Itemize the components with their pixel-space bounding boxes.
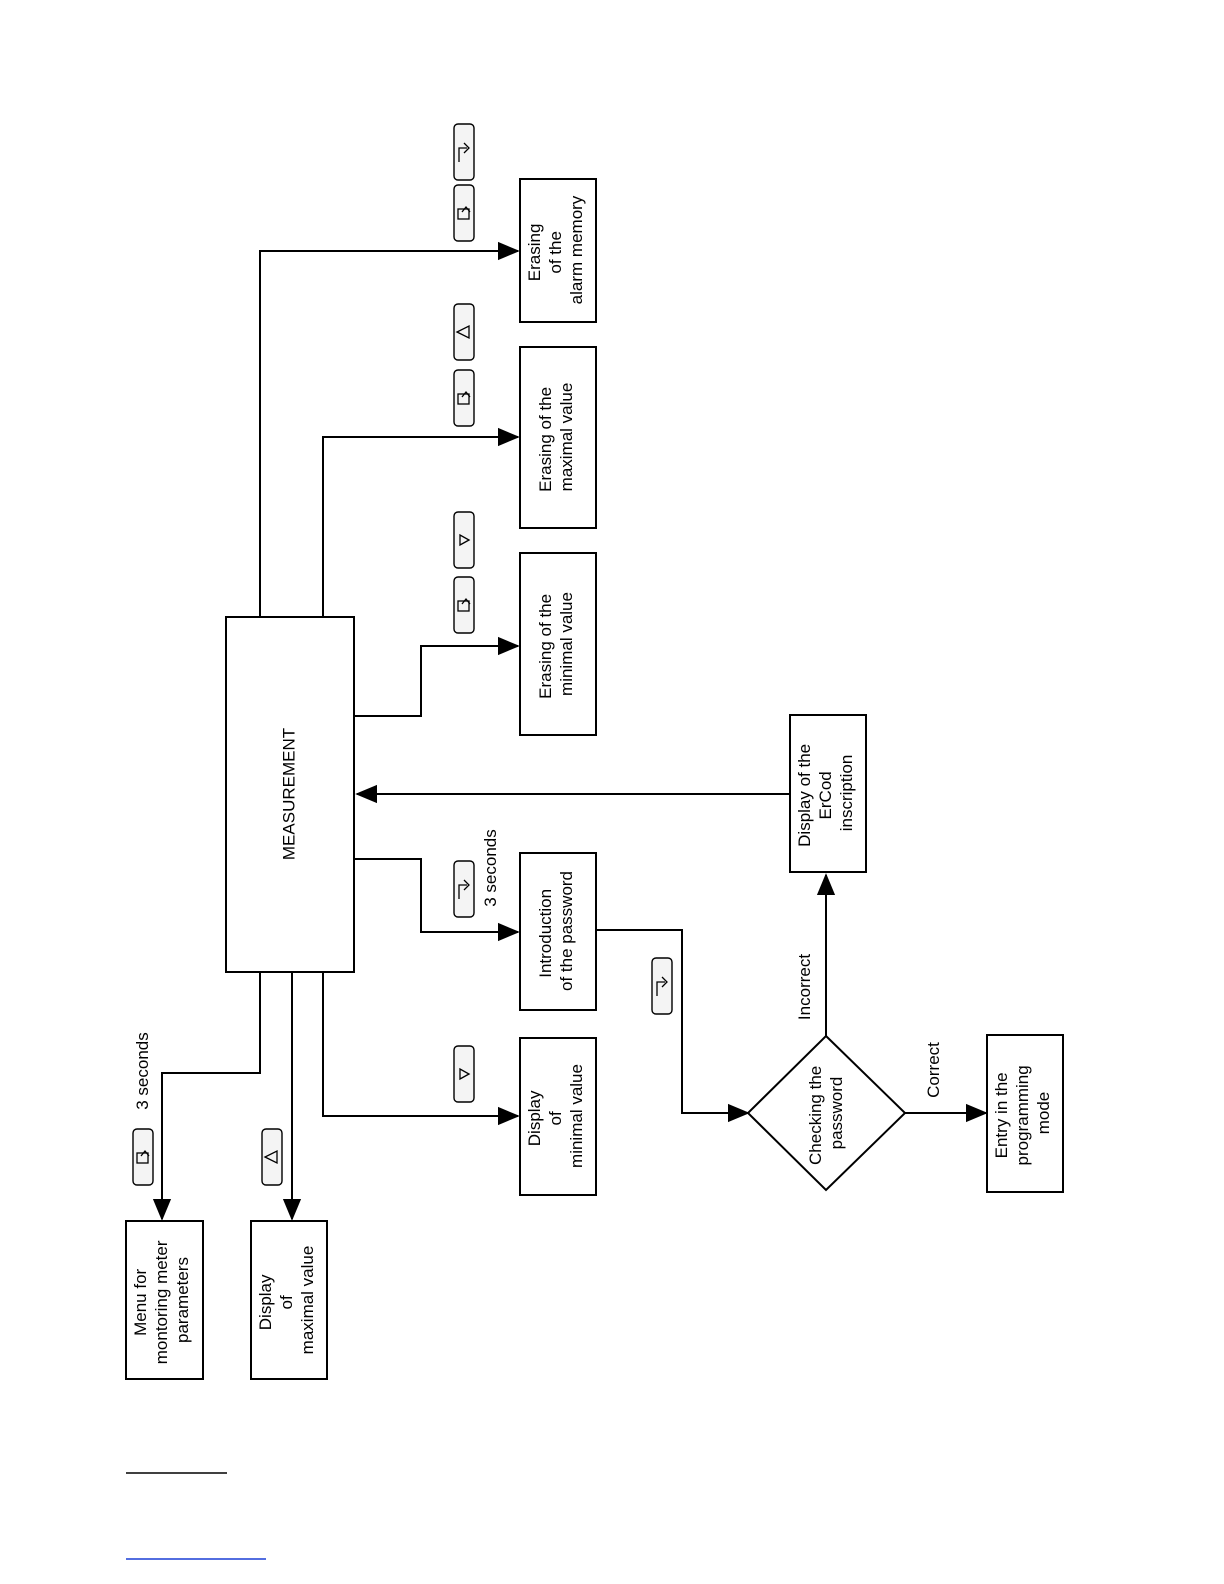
svg-text:Display of the ErCod: Display of the ErCod inscription xyxy=(795,739,856,847)
conn-menu xyxy=(152,972,261,1221)
check-password-line1: Checking the xyxy=(806,1066,825,1165)
menu-key-icon xyxy=(453,576,475,634)
display-max-line3: maximal value xyxy=(298,1246,317,1355)
erase-min-line1: Erasing of the xyxy=(536,594,555,699)
measurement-block: MEASUREMENT xyxy=(225,616,355,973)
label-3-seconds-password: 3 seconds xyxy=(481,829,500,907)
ercod-box: Display of the ErCod inscription xyxy=(789,714,867,873)
conn-alarm xyxy=(259,241,520,617)
label-incorrect: Incorrect xyxy=(795,954,814,1020)
down-arrow-key-icon xyxy=(453,1045,475,1103)
conn-erase-max xyxy=(322,427,520,617)
menu-monitoring-line2: montoring meter xyxy=(152,1240,171,1364)
display-max-line1: Display xyxy=(256,1274,275,1330)
down-arrow-key-icon xyxy=(453,511,475,569)
menu-key-icon xyxy=(453,184,475,242)
menu-monitoring-line3: parameters xyxy=(173,1257,192,1343)
up-arrow-key-icon xyxy=(453,303,475,361)
erase-alarm-box: Erasing of the alarm memory xyxy=(519,178,597,323)
ercod-line2: ErCod xyxy=(816,771,835,819)
conn-intro-password xyxy=(354,858,520,942)
measurement-title: MEASUREMENT xyxy=(279,728,298,860)
intro-password-line2: of the password xyxy=(557,871,576,991)
intro-password-line1: Introduction xyxy=(536,889,555,978)
enter-key-icon xyxy=(651,957,673,1015)
label-3-seconds-menu: 3 seconds xyxy=(133,1032,152,1110)
enter-key-icon xyxy=(453,123,475,181)
menu-monitoring-line1: Menu for xyxy=(131,1268,150,1335)
up-arrow-key-icon xyxy=(261,1128,283,1186)
menu-key-icon xyxy=(453,369,475,427)
svg-text:Display of maximal: Display of maximal value xyxy=(256,1246,317,1355)
display-min-box: Display of minimal value xyxy=(519,1037,597,1196)
conn-erase-min xyxy=(354,636,520,717)
svg-text:Entry in the programming: Entry in the programming mode xyxy=(992,1061,1053,1166)
erase-max-box: Erasing of the maximal value xyxy=(519,346,597,529)
check-password-line2: password xyxy=(827,1077,846,1150)
display-min-line1: Display xyxy=(525,1090,544,1146)
conn-to-check xyxy=(597,929,750,1123)
connectors xyxy=(152,241,988,1221)
erase-min-line2: minimal value xyxy=(557,592,576,696)
conn-display-min xyxy=(322,972,520,1126)
erase-alarm-line3: alarm memory xyxy=(567,195,586,304)
menu-key-icon xyxy=(132,1128,154,1186)
ercod-line3: inscription xyxy=(837,755,856,832)
svg-text:Erasing of the minimal v: Erasing of the minimal value xyxy=(536,589,576,699)
svg-text:Erasing of the maximal v: Erasing of the maximal value xyxy=(536,382,576,492)
svg-text:Menu for montoring meter: Menu for montoring meter parameters xyxy=(131,1236,192,1365)
display-max-line2: of xyxy=(277,1295,296,1309)
svg-text:Checking the password: Checking the password xyxy=(806,1061,846,1165)
erase-max-line2: maximal value xyxy=(557,383,576,492)
entry-programming-line2: programming xyxy=(1013,1065,1032,1165)
svg-text:Introduction of the pass: Introduction of the password xyxy=(536,871,576,991)
label-correct: Correct xyxy=(924,1042,943,1098)
erase-alarm-line2: of the xyxy=(546,231,565,274)
entry-programming-line1: Entry in the xyxy=(992,1072,1011,1158)
svg-text:Display of minimal: Display of minimal value xyxy=(525,1064,586,1168)
display-min-line2: of xyxy=(546,1111,565,1125)
menu-monitoring-box: Menu for montoring meter parameters xyxy=(125,1220,204,1380)
entry-programming-box: Entry in the programming mode xyxy=(986,1034,1064,1193)
svg-text:Erasing of the ala: Erasing of the alarm memory xyxy=(525,195,586,304)
ercod-line1: Display of the xyxy=(795,744,814,847)
display-min-line3: minimal value xyxy=(567,1064,586,1168)
erase-max-line1: Erasing of the xyxy=(536,387,555,492)
erase-min-box: Erasing of the minimal value xyxy=(519,552,597,736)
display-max-box: Display of maximal value xyxy=(250,1220,328,1380)
intro-password-box: Introduction of the password xyxy=(519,852,597,1011)
check-password-diamond: Checking the password xyxy=(746,1034,907,1192)
enter-key-icon xyxy=(453,860,475,918)
entry-programming-line3: mode xyxy=(1034,1092,1053,1135)
erase-alarm-line1: Erasing xyxy=(525,224,544,282)
